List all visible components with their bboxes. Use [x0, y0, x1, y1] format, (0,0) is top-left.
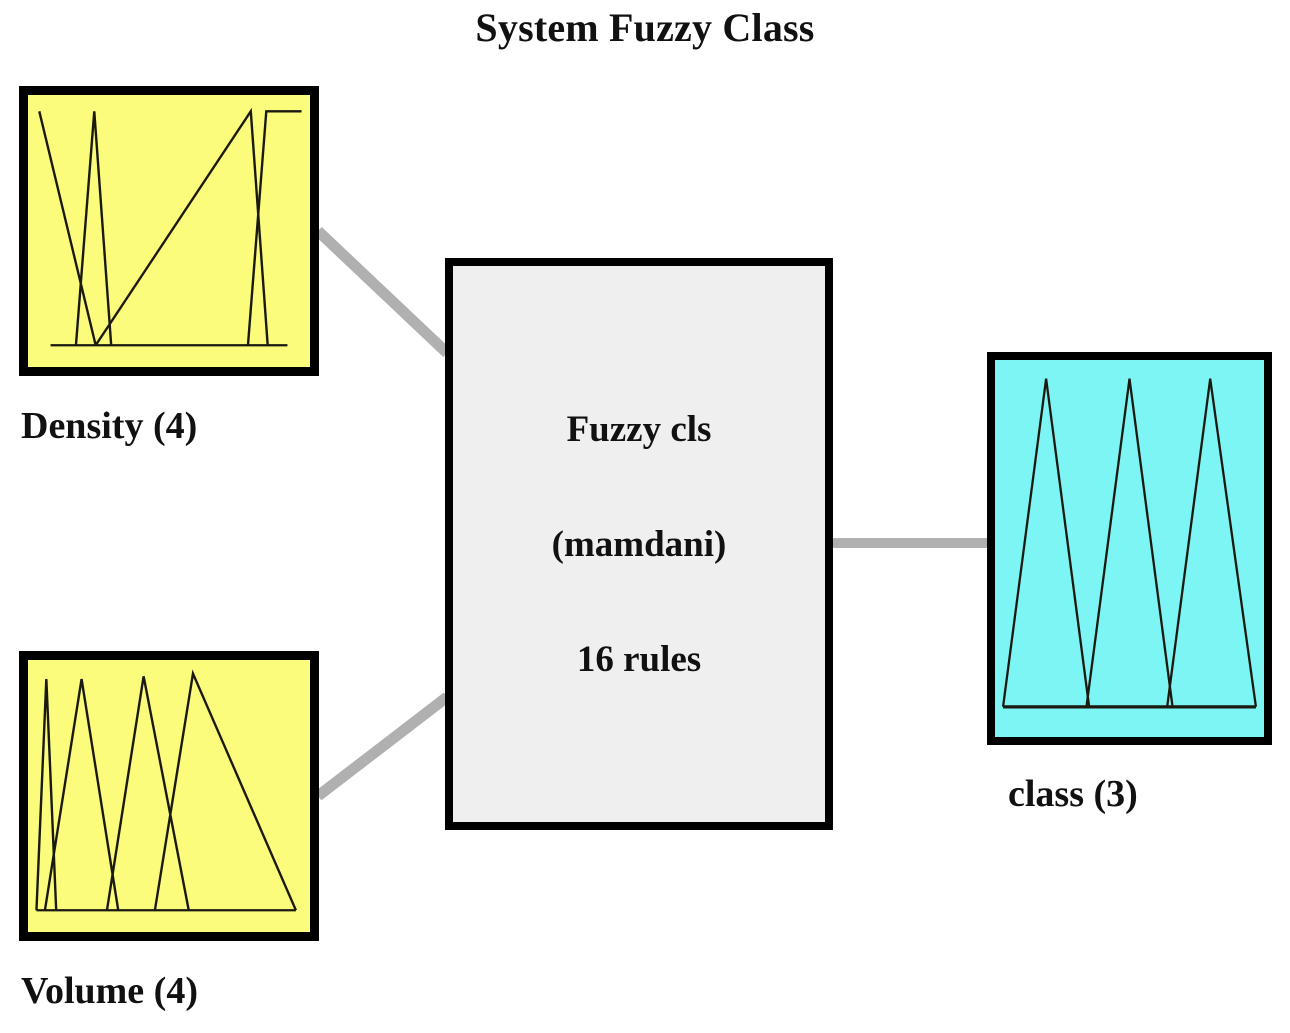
input-caption-volume: Volume (4) — [21, 970, 198, 1012]
page-title: System Fuzzy Class — [475, 5, 815, 50]
system-rule-count: 16 rules — [576, 638, 702, 680]
class-mf-3 — [1166, 378, 1258, 708]
output-caption-class: class (3) — [1008, 773, 1138, 815]
density-mf-1 — [38, 111, 97, 346]
class-mf-1 — [1001, 378, 1091, 708]
input-caption-density: Density (4) — [21, 405, 198, 447]
output-variable-box-class[interactable] — [987, 352, 1272, 745]
density-mf-4 — [246, 110, 302, 346]
class-mf-2 — [1085, 378, 1174, 708]
system-name: Fuzzy cls — [566, 408, 712, 450]
volume-mf-4 — [153, 669, 298, 911]
volume-mf-2 — [43, 678, 120, 911]
class-mf-plot — [1001, 378, 1258, 709]
connector-density-to-system — [314, 227, 451, 357]
density-mf-2 — [74, 111, 113, 346]
volume-mf-3 — [105, 676, 190, 911]
connector-volume-to-system — [314, 692, 451, 801]
fuzzy-system-box[interactable]: Fuzzy cls (mamdani) 16 rules — [445, 258, 833, 830]
density-mf-3 — [94, 107, 269, 346]
system-type: (mamdani) — [551, 523, 727, 565]
volume-mf-1 — [35, 678, 58, 911]
density-mf-plot — [38, 107, 302, 347]
input-variable-box-volume[interactable] — [19, 651, 319, 941]
volume-mf-plot — [35, 669, 298, 912]
input-variable-box-density[interactable] — [19, 86, 319, 376]
